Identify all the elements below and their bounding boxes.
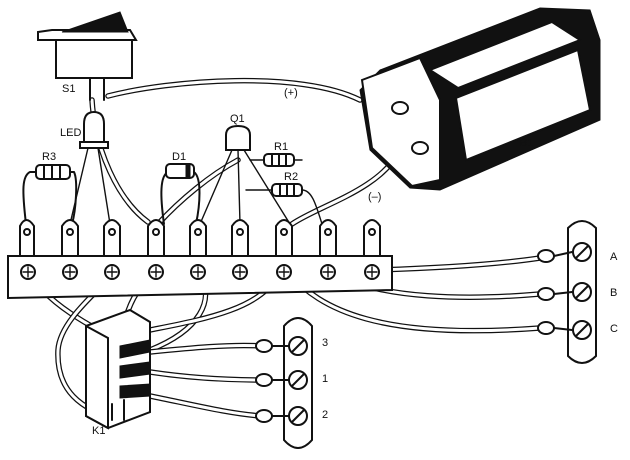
label-r1: R1 bbox=[274, 141, 288, 153]
label-positive: (+) bbox=[284, 87, 298, 99]
label-r3: R3 bbox=[42, 151, 56, 163]
wire-positive bbox=[105, 77, 363, 103]
label-2: 2 bbox=[322, 409, 328, 421]
output-block-312: 3 1 2 bbox=[255, 317, 328, 449]
label-3: 3 bbox=[322, 337, 328, 349]
resistor-r2: R2 bbox=[245, 171, 323, 225]
label-b: B bbox=[610, 287, 617, 299]
switch-s1: S1 bbox=[37, 11, 138, 101]
output-block-abc: A B C bbox=[537, 220, 618, 364]
label-a: A bbox=[610, 251, 618, 263]
resistor-r1: R1 bbox=[249, 141, 303, 167]
diode-d1: D1 bbox=[160, 151, 201, 225]
label-q1: Q1 bbox=[230, 113, 245, 125]
label-negative: (–) bbox=[368, 191, 381, 203]
label-s1: S1 bbox=[62, 83, 75, 95]
label-led: LED bbox=[60, 127, 81, 139]
led: LED bbox=[60, 110, 111, 225]
relay-k1: K1 bbox=[85, 308, 151, 437]
label-b1: B1 bbox=[520, 137, 533, 149]
battery-b1: B1 bbox=[359, 7, 601, 191]
label-k1: K1 bbox=[92, 425, 105, 437]
label-r2: R2 bbox=[284, 171, 298, 183]
transistor-q1: Q1 bbox=[199, 113, 291, 225]
label-c: C bbox=[610, 323, 618, 335]
label-d1: D1 bbox=[172, 151, 186, 163]
terminal-strip bbox=[7, 255, 393, 300]
resistor-r3: R3 bbox=[22, 151, 78, 225]
lug-row bbox=[19, 219, 381, 257]
label-1: 1 bbox=[322, 373, 328, 385]
